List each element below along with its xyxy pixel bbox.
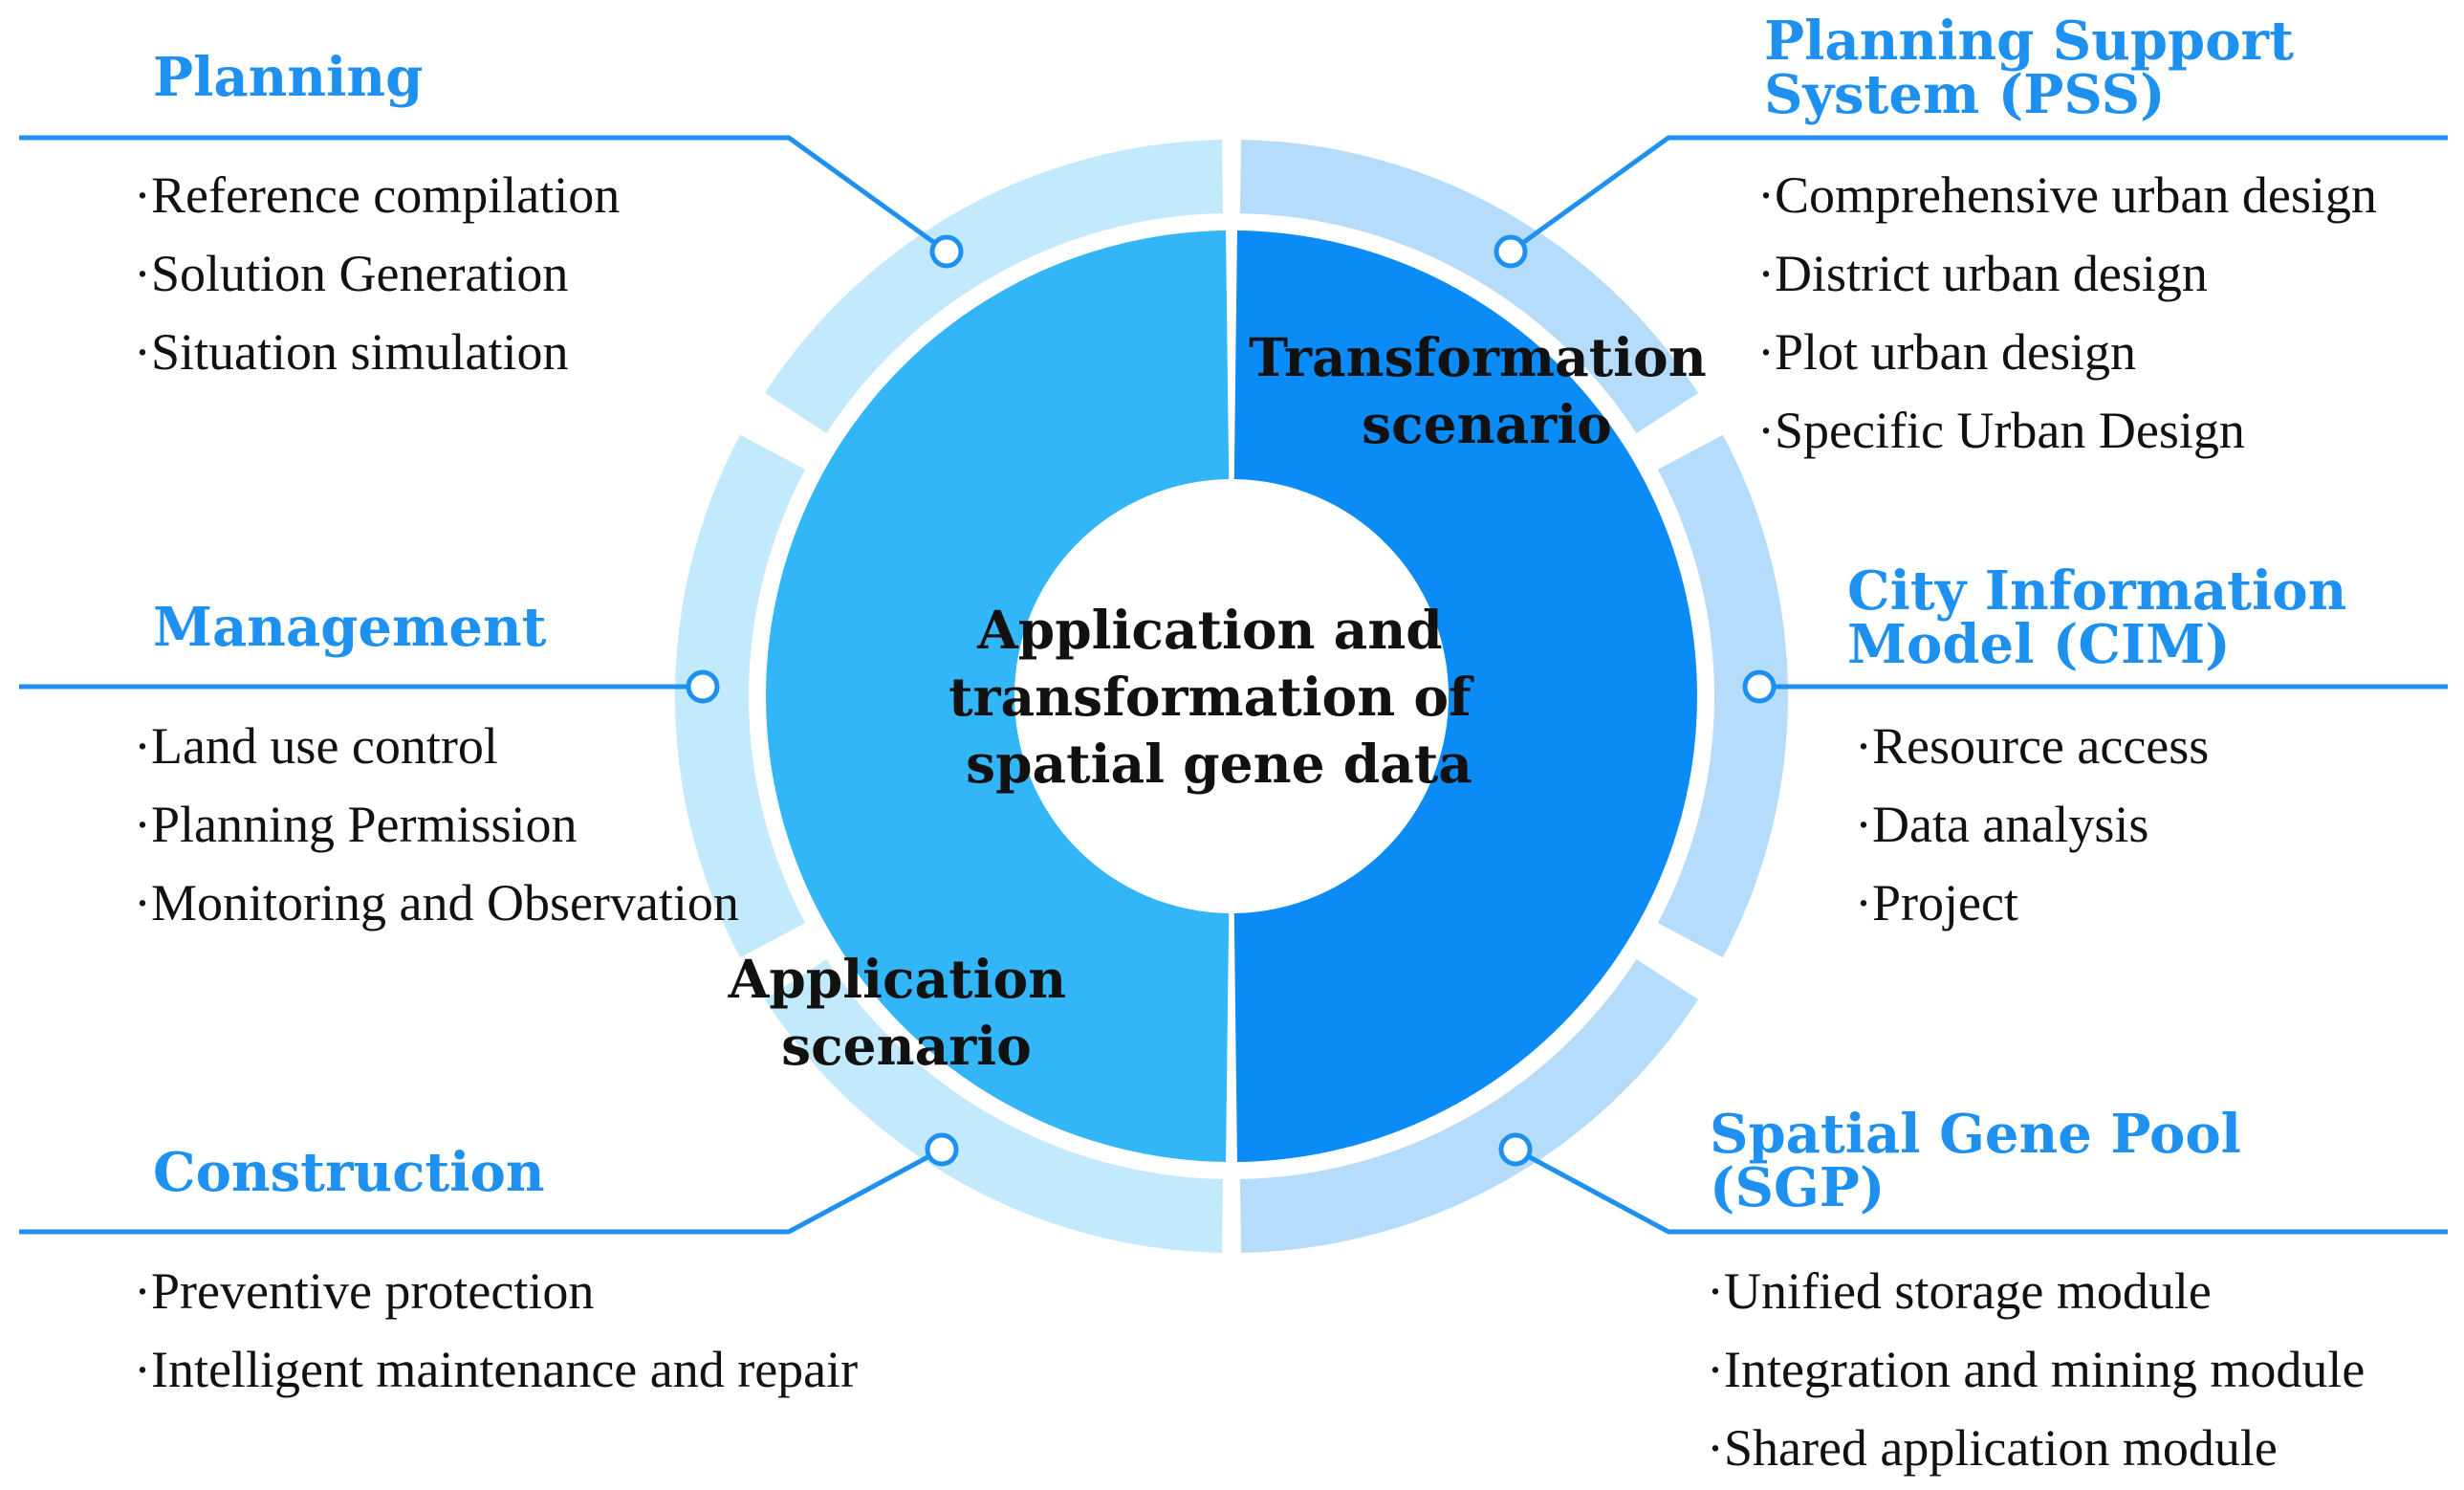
outer-ring-segment-bottom-right bbox=[1239, 959, 1699, 1253]
center-label-line: spatial gene data bbox=[966, 733, 1472, 795]
outer-ring bbox=[675, 140, 1788, 1253]
connectors bbox=[19, 135, 2448, 1235]
list-item: ·Situation simulation bbox=[134, 323, 569, 381]
inner-ring bbox=[765, 230, 1698, 1162]
connector-dot-pss bbox=[1494, 234, 1528, 269]
connector-dot-construction bbox=[925, 1132, 959, 1167]
transformation-scenario-label: Transformation scenario bbox=[1249, 326, 1725, 455]
group-planning: Planning ·Reference compilation ·Solutio… bbox=[134, 46, 633, 381]
connector-dot-planning bbox=[929, 234, 964, 269]
connector-dot-sgp bbox=[1498, 1132, 1533, 1167]
list-item: ·Reference compilation bbox=[134, 166, 620, 224]
construction-items: ·Preventive protection ·Intelligent main… bbox=[134, 1262, 858, 1398]
construction-heading: Construction bbox=[153, 1141, 545, 1204]
connector-pss bbox=[1509, 135, 2448, 254]
transformation-scenario-half bbox=[1233, 230, 1698, 1162]
management-items: ·Land use control ·Planning Permission ·… bbox=[134, 717, 739, 931]
group-pss: Planning Support System (PSS) ·Comprehen… bbox=[1757, 10, 2389, 459]
center-label: Application and transformation of spatia… bbox=[949, 599, 1490, 795]
application-scenario-label: Application scenario bbox=[728, 948, 1085, 1077]
application-scenario-half bbox=[765, 230, 1230, 1162]
list-item: ·Planning Permission bbox=[134, 796, 578, 853]
application-scenario-line: Application bbox=[728, 948, 1066, 1010]
group-management: Management ·Land use control ·Planning P… bbox=[134, 596, 739, 931]
connector-sgp bbox=[1514, 1147, 2448, 1235]
outer-ring-segment-middle-right bbox=[1657, 434, 1788, 958]
heading-line: Model (CIM) bbox=[1847, 613, 2231, 676]
list-item: ·Project bbox=[1855, 874, 2018, 931]
center-label-line: Application and bbox=[976, 599, 1443, 661]
connector-dots bbox=[686, 234, 1777, 1167]
list-item: ·Comprehensive urban design bbox=[1757, 166, 2377, 224]
list-item: ·Resource access bbox=[1855, 717, 2209, 775]
pss-items: ·Comprehensive urban design ·District ur… bbox=[1757, 166, 2389, 459]
list-item: ·Intelligent maintenance and repair bbox=[134, 1341, 858, 1398]
list-item: ·Monitoring and Observation bbox=[134, 874, 739, 931]
heading-line: Management bbox=[153, 596, 547, 659]
heading-line: Construction bbox=[153, 1141, 545, 1204]
list-item: ·Plot urban design bbox=[1757, 323, 2136, 381]
list-item: ·Integration and mining module bbox=[1707, 1341, 2365, 1398]
list-item: ·Solution Generation bbox=[134, 245, 568, 302]
group-sgp: Spatial Gene Pool (SGP) ·Unified storage… bbox=[1707, 1103, 2378, 1477]
list-item: ·District urban design bbox=[1757, 245, 2208, 302]
heading-line: City Information bbox=[1847, 559, 2346, 623]
center-label-line: transformation of bbox=[949, 666, 1474, 728]
sgp-heading: Spatial Gene Pool (SGP) bbox=[1710, 1103, 2259, 1219]
heading-line: System (PSS) bbox=[1764, 63, 2166, 126]
heading-line: Planning bbox=[153, 46, 423, 109]
connector-planning bbox=[19, 135, 949, 254]
application-scenario-line: scenario bbox=[781, 1015, 1032, 1077]
connector-construction bbox=[19, 1147, 944, 1235]
connector-dot-management bbox=[686, 669, 720, 704]
pss-heading: Planning Support System (PSS) bbox=[1764, 10, 2312, 126]
list-item: ·Data analysis bbox=[1855, 796, 2148, 853]
list-item: ·Specific Urban Design bbox=[1757, 402, 2245, 459]
outer-ring-segment-bottom-left bbox=[764, 959, 1224, 1253]
cim-items: ·Resource access ·Data analysis ·Project bbox=[1855, 717, 2222, 931]
heading-line: Spatial Gene Pool bbox=[1710, 1103, 2241, 1166]
planning-heading: Planning bbox=[153, 46, 423, 109]
list-item: ·Preventive protection bbox=[134, 1262, 594, 1320]
outer-ring-segment-top-right bbox=[1239, 140, 1699, 433]
outer-ring-segment-top-left bbox=[764, 140, 1224, 433]
list-item: ·Unified storage module bbox=[1707, 1262, 2212, 1320]
sgp-items: ·Unified storage module ·Integration and… bbox=[1707, 1262, 2378, 1477]
heading-line: (SGP) bbox=[1710, 1156, 1885, 1219]
group-construction: Construction ·Preventive protection ·Int… bbox=[134, 1141, 858, 1398]
management-heading: Management bbox=[153, 596, 547, 659]
list-item: ·Shared application module bbox=[1707, 1419, 2278, 1477]
transformation-scenario-line: Transformation bbox=[1249, 326, 1707, 388]
planning-items: ·Reference compilation ·Solution Generat… bbox=[134, 166, 633, 381]
cim-heading: City Information Model (CIM) bbox=[1847, 559, 2366, 676]
connector-dot-cim bbox=[1742, 669, 1777, 704]
list-item: ·Land use control bbox=[134, 717, 498, 775]
heading-line: Planning Support bbox=[1764, 10, 2294, 73]
outer-ring-segment-middle-left bbox=[675, 434, 806, 958]
transformation-scenario-line: scenario bbox=[1362, 393, 1612, 455]
group-cim: City Information Model (CIM) ·Resource a… bbox=[1847, 559, 2366, 931]
